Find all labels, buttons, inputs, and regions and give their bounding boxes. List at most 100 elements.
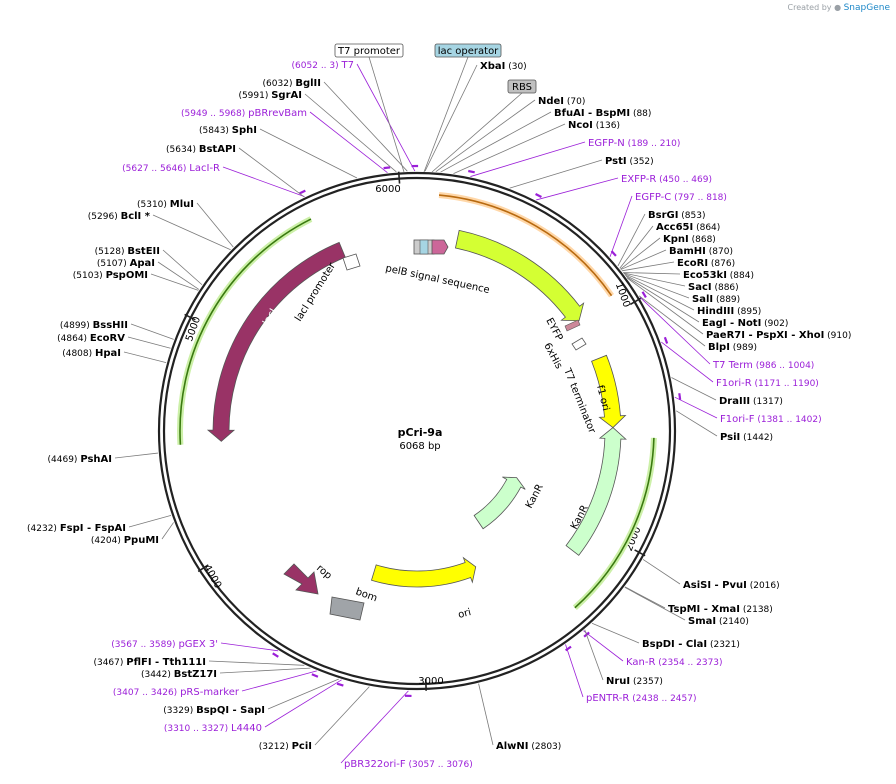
site-label: (4232) FspI - FspAI: [27, 523, 126, 534]
feature-arrows: [206, 229, 627, 621]
site-position: (3329): [163, 706, 196, 716]
site-name: EGFP-C: [635, 192, 671, 203]
site-label: (5949 .. 5968) pBRrevBam: [181, 108, 307, 119]
site-position: (3057 .. 3076): [406, 760, 473, 770]
watermark-prefix: Created by: [787, 3, 832, 12]
leader-line: [220, 642, 279, 652]
lac-operator-mark: [419, 239, 429, 255]
leader-line: [222, 166, 305, 197]
site-position: (5843): [199, 126, 232, 136]
primer-mark: [610, 250, 617, 257]
site-position: (3212): [259, 742, 292, 752]
plasmid-name: pCri-9a: [398, 426, 443, 439]
site-label: SacI (886): [688, 282, 739, 293]
leader-line: [609, 195, 633, 257]
site-position: (2016): [747, 581, 780, 591]
site-name: pENTR-R: [586, 693, 629, 704]
site-name: PstI: [605, 156, 627, 167]
site-position: (2438 .. 2457): [629, 694, 696, 704]
leader-line: [674, 396, 718, 419]
site-label: EcoRI (876): [677, 258, 735, 269]
site-position: (3407 .. 3426): [113, 688, 180, 698]
site-label: (6032) BglII: [263, 78, 321, 89]
site-name: PaeR7I - PspXI - XhoI: [706, 330, 824, 341]
site-position: (3442): [141, 670, 174, 680]
site-name: L4440: [231, 723, 262, 734]
laci-arrow: [206, 241, 346, 442]
backbone-outer-circle: [157, 171, 677, 691]
primer-mark: [468, 169, 475, 174]
leader-line: [130, 323, 174, 340]
site-position: (3310 .. 3327): [164, 724, 231, 734]
feature-label: KanR: [524, 482, 546, 510]
site-position: (2140): [716, 617, 749, 627]
site-labels: XbaI (30)NdeI (70)BfuAI - BspMI (88)NcoI…: [27, 60, 851, 770]
site-label: EagI - NotI (902): [702, 318, 788, 329]
green-track: [179, 218, 312, 445]
leader-line: [314, 686, 370, 746]
leader-line: [625, 276, 700, 323]
leader-line: [340, 690, 409, 764]
site-position: (2138): [740, 605, 773, 615]
leader-line: [152, 214, 231, 251]
site-name: Eco53kI: [683, 270, 727, 281]
site-position: (88): [630, 109, 651, 119]
site-position: (902): [761, 319, 788, 329]
site-label: EXFP-R (450 .. 469): [621, 174, 712, 185]
site-position: (30): [505, 62, 526, 72]
site-position: (910): [824, 331, 851, 341]
site-name: NcoI: [568, 120, 593, 131]
plasmid-size: 6068 bp: [399, 441, 440, 452]
site-name: DraIII: [719, 396, 750, 407]
site-name: Acc65I: [656, 222, 693, 233]
site-label: PsiI (1442): [720, 432, 773, 443]
site-position: (5991): [238, 91, 271, 101]
site-label: (3567 .. 3589) pGEX 3': [111, 639, 218, 650]
site-name: HindIII: [697, 306, 734, 317]
leader-line: [431, 92, 523, 173]
leader-line: [424, 64, 478, 172]
leader-line: [264, 679, 342, 728]
leader-line: [509, 159, 603, 189]
site-position: (5634): [166, 145, 199, 155]
leader-line: [639, 296, 711, 365]
green-track: [574, 437, 655, 609]
site-position: (797 .. 818): [671, 193, 727, 203]
site-position: (6032): [263, 79, 296, 89]
leader-line: [642, 559, 681, 585]
leader-line: [304, 93, 397, 173]
site-label: (5296) BclI *: [88, 211, 151, 222]
site-position: (2354 .. 2373): [655, 658, 722, 668]
site-label: F1ori-F (1381 .. 1402): [720, 414, 822, 425]
site-name: NruI: [606, 676, 630, 687]
leader-line: [323, 81, 408, 172]
primer-mark: [678, 393, 682, 400]
scale-tick: [184, 313, 196, 321]
site-name: SmaI: [688, 616, 716, 627]
site-position: (2803): [529, 742, 562, 752]
site-name: BstZ17I: [174, 669, 217, 680]
site-name: TspMI - XmaI: [668, 604, 740, 615]
rbs-box: RBS: [507, 79, 537, 94]
kanr-arrow: [473, 476, 526, 530]
site-label: pENTR-R (2438 .. 2457): [586, 693, 697, 704]
site-position: (4808): [62, 349, 95, 359]
site-name: AlwNI: [496, 741, 529, 752]
rop-arrow: [283, 563, 319, 595]
primer-mark: [298, 189, 306, 195]
leader-line: [623, 272, 681, 275]
leader-line: [123, 351, 167, 364]
backbone-inner-circle: [162, 176, 672, 686]
site-label: PstI (352): [605, 156, 654, 167]
site-label: (4469) PshAI: [48, 454, 112, 465]
site-name: SacI: [688, 282, 712, 293]
leader-line: [638, 295, 706, 347]
site-label: KpnI (868): [663, 234, 716, 245]
primer-mark: [641, 291, 647, 299]
leader-line: [161, 522, 174, 540]
site-label: (5843) SphI: [199, 125, 257, 136]
site-label: EGFP-C (797 .. 818): [635, 192, 727, 203]
site-name: BssHII: [93, 320, 128, 331]
site-position: (4232): [27, 524, 60, 534]
